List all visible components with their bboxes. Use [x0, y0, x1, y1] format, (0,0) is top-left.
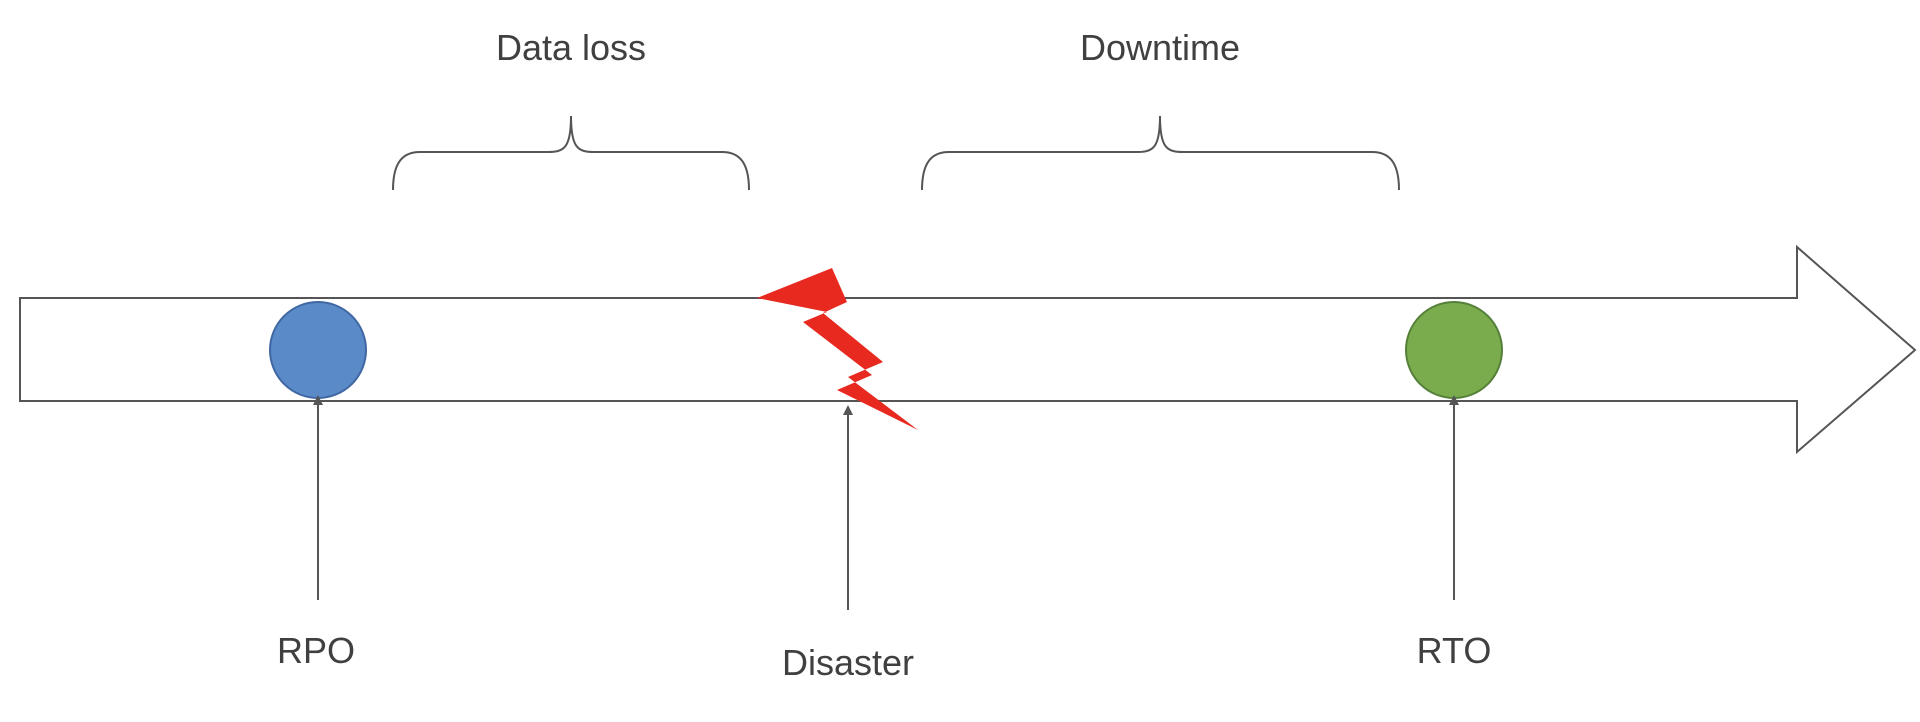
lightning-bolt-icon [757, 268, 918, 430]
downtime-brace [921, 115, 1400, 191]
data-loss-label: Data loss [496, 27, 646, 68]
disaster-label: Disaster [782, 642, 914, 683]
rto-label: RTO [1417, 630, 1492, 671]
rto-marker [1405, 301, 1503, 399]
rpo-label: RPO [277, 630, 355, 671]
rpo-marker [269, 301, 367, 399]
data-loss-brace [392, 115, 750, 191]
downtime-label: Downtime [1080, 27, 1240, 68]
